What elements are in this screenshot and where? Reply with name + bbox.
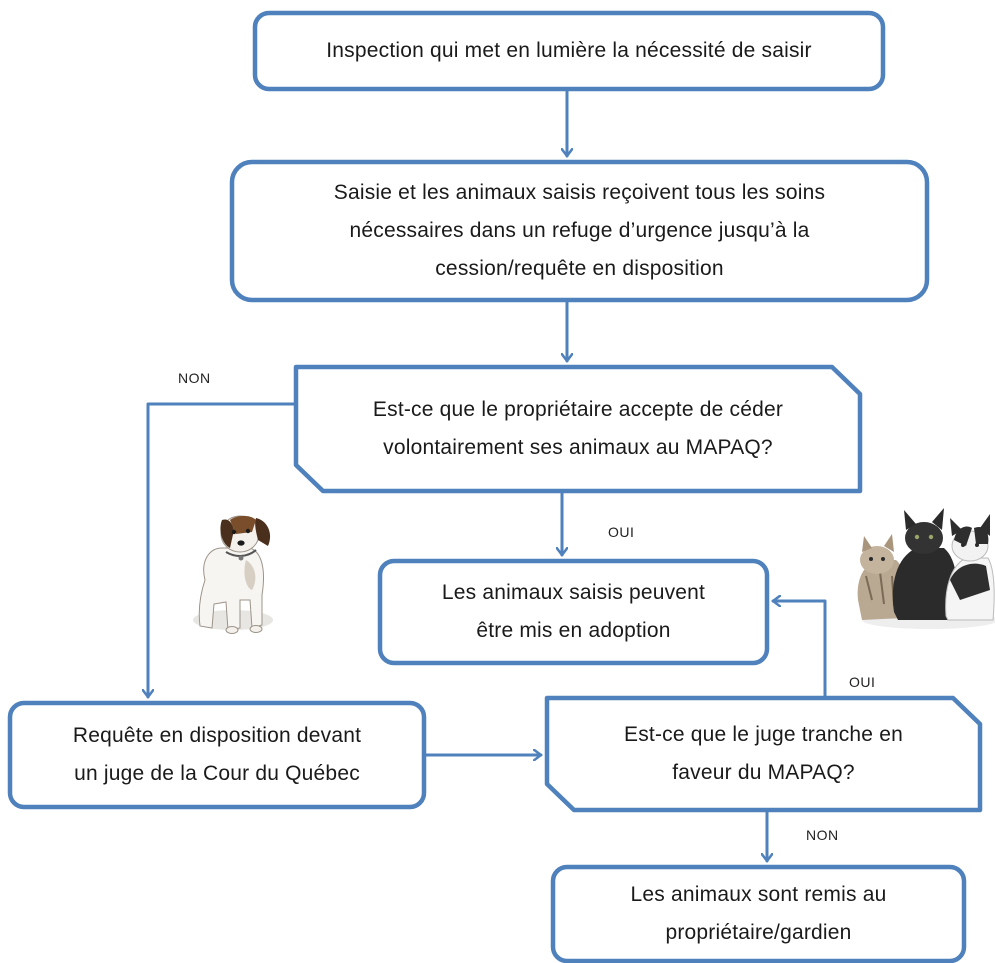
judge-question-text: Est-ce que le juge tranche en faveur du … [551, 701, 976, 807]
inspection-line-1: Inspection qui met en lumière la nécessi… [326, 39, 812, 62]
adoption-text: Les animaux saisis peuvent être mis en a… [384, 564, 763, 660]
inspection-text: Inspection qui met en lumière la nécessi… [258, 16, 880, 86]
edge-label-judge-yes: OUI [849, 674, 876, 690]
seizure-line-3: cession/requête en disposition [435, 257, 724, 280]
adoption-box [377, 558, 770, 666]
court-request-line-1: Requête en disposition devant [72, 724, 362, 747]
owner-question-line-1: Est-ce que le propriétaire accepte de cé… [372, 398, 784, 421]
kittens-illustration [857, 508, 995, 629]
judge-question-line-2: faveur du MAPAQ? [672, 761, 855, 784]
owner-question-text: Est-ce que le propriétaire accepte de cé… [300, 370, 856, 488]
adoption-line-2: être mis en adoption [476, 619, 671, 642]
court-request-line-2: un juge de la Cour du Québec [74, 762, 360, 785]
edge-label-owner-no: NON [178, 370, 211, 386]
edge-label-judge-no: NON [806, 827, 839, 843]
owner-question-box [293, 364, 863, 494]
returned-line-1: Les animaux sont remis au [630, 883, 887, 906]
seizure-text: Saisie et les animaux saisis reçoivent t… [236, 166, 923, 296]
returned-line-2: propriétaire/gardien [665, 921, 852, 944]
edge-label-owner-yes: OUI [608, 524, 635, 540]
adoption-line-1: Les animaux saisis peuvent [441, 581, 706, 604]
seizure-line-1: Saisie et les animaux saisis reçoivent t… [333, 181, 826, 204]
returned-text: Les animaux sont remis au propriétaire/g… [557, 870, 960, 958]
judge-question-line-1: Est-ce que le juge tranche en [624, 723, 903, 746]
dog-illustration [193, 515, 273, 634]
court-request-text: Requête en disposition devant un juge de… [14, 706, 420, 804]
seizure-box [229, 159, 930, 303]
seizure-line-2: nécessaires dans un refuge d’urgence jus… [349, 219, 810, 242]
arrow-question-no-to-court [148, 402, 298, 699]
inspection-box [252, 10, 886, 92]
arrow-judge-yes-to-adoption [771, 601, 827, 700]
judge-question-box [544, 695, 983, 813]
returned-box [550, 864, 967, 963]
owner-question-line-2: volontairement ses animaux au MAPAQ? [383, 436, 773, 459]
